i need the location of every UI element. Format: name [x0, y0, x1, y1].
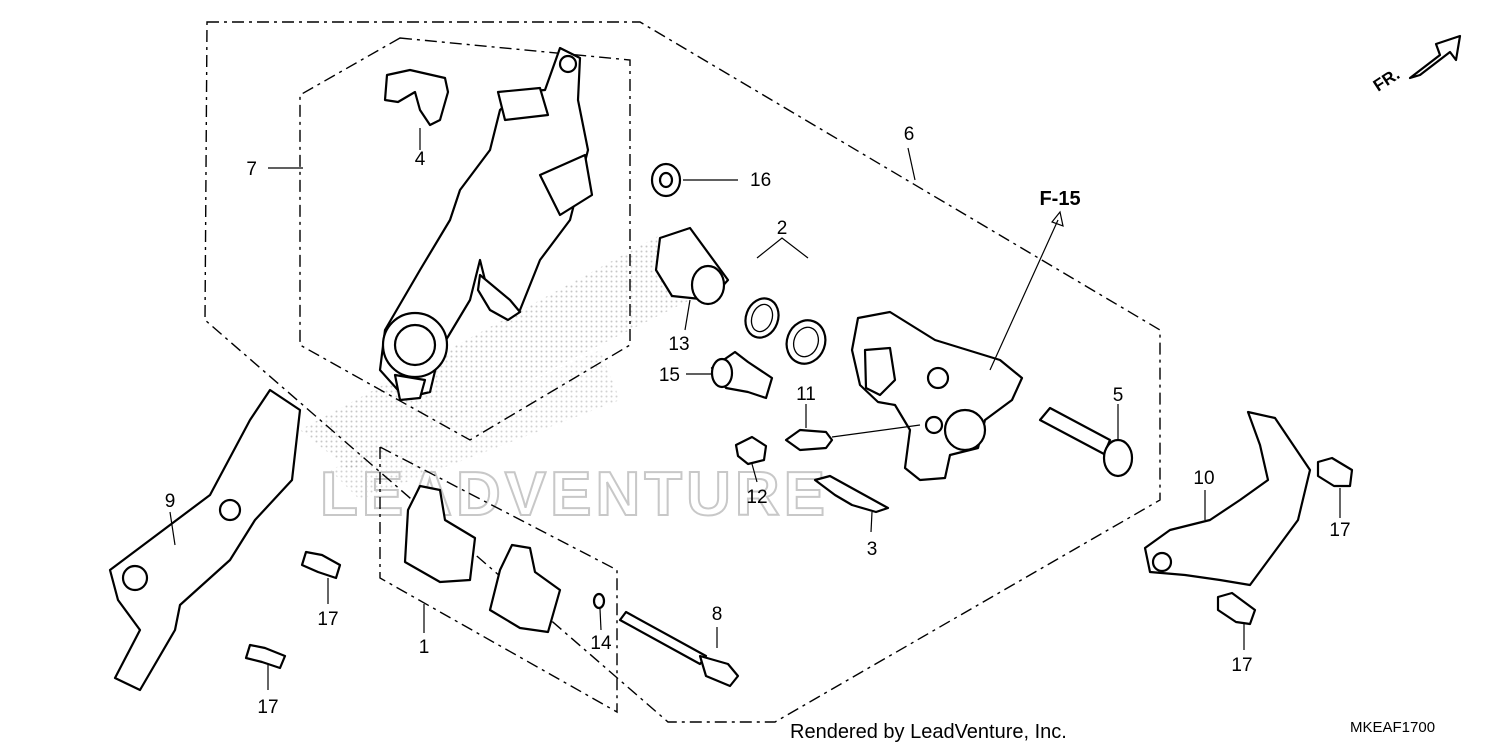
callout-13: 13 [668, 334, 689, 355]
callout-4: 4 [415, 149, 426, 170]
slide-pin-part [1038, 406, 1134, 478]
callout-8: 8 [712, 604, 723, 625]
bleed-cap-part [734, 435, 768, 466]
callout-5: 5 [1113, 385, 1124, 406]
callout-17-left-upper: 17 [317, 609, 338, 630]
callout-17-right-upper: 17 [1329, 520, 1350, 541]
assembly-outline-6 [204, 21, 1161, 723]
watermark-text: LEADVENTURE [320, 460, 829, 529]
credit-text: Rendered by LeadVenture, Inc. [790, 721, 1067, 743]
reference-label: F-15 [1039, 188, 1080, 210]
caliper-body-part [850, 310, 1024, 482]
watermark: LEADVENTURE [300, 235, 829, 530]
callout-14: 14 [590, 633, 612, 654]
boot-part [650, 162, 682, 198]
callout-labels: 7 4 16 2 6 F-15 13 15 11 12 3 5 10 17 17… [165, 124, 1351, 718]
caliper-guard-part [1143, 410, 1312, 587]
front-marker-label: FR. [1370, 65, 1403, 96]
washer-part [592, 592, 606, 610]
callout-12: 12 [746, 487, 767, 508]
callout-3: 3 [867, 539, 878, 560]
callout-6: 6 [904, 124, 915, 145]
front-direction-marker: FR. [1370, 34, 1462, 96]
pad-set-outline-1 [379, 445, 618, 714]
pad-clip-part [383, 68, 450, 127]
leader-lines [169, 128, 1341, 690]
bracket-outline-7 [299, 37, 631, 441]
callout-9: 9 [165, 491, 176, 512]
seal-part [744, 297, 827, 365]
callout-1: 1 [419, 637, 430, 658]
callout-2: 2 [777, 218, 788, 239]
callout-17-right-lower: 17 [1231, 655, 1252, 676]
pin-bolt-part [710, 350, 774, 400]
piston-part [654, 226, 730, 306]
diagram-code: MKEAF1700 [1350, 719, 1435, 736]
callout-11: 11 [796, 384, 816, 405]
callout-10: 10 [1193, 468, 1214, 489]
brake-pads-part [403, 484, 562, 634]
callout-17-left-lower: 17 [257, 697, 278, 718]
pad-pin-part [618, 610, 740, 688]
callout-15: 15 [659, 365, 680, 386]
caliper-bracket-part [378, 46, 594, 402]
front-arrow-icon [1408, 34, 1462, 80]
callout-16: 16 [750, 170, 771, 191]
callout-7: 7 [246, 159, 257, 180]
disc-guard-part [108, 388, 302, 692]
pad-spring-part [813, 474, 890, 514]
flange-bolt-part [244, 456, 1354, 670]
bleed-valve-part [784, 428, 834, 452]
